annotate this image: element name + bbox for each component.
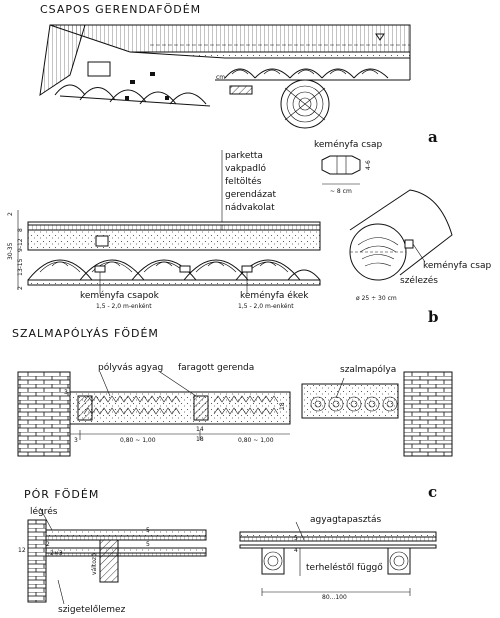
csapok-spacing: 1,5 - 2,0 m-enként [96, 303, 152, 310]
por-floor-left: 5 5 2 2×3 12 változó [18, 507, 207, 605]
ekek-spacing: 1,5 - 2,0 m-enként [238, 303, 294, 310]
csapok-label: keményfa csapok [80, 290, 160, 301]
beam-csap-label: keményfa csap [423, 260, 491, 271]
dimension-text: 3 [64, 389, 68, 396]
dimension-text: 5 [146, 541, 150, 548]
dimension-text: 2 [17, 286, 24, 290]
dimension-text: 3 [74, 437, 78, 444]
szalmapolya-label: szalmapólya [340, 364, 396, 375]
layer-nadvakolat: nádvakolat [225, 203, 275, 213]
beam-perspective: keményfa csap szélezés ø 25 ÷ 30 cm [349, 189, 491, 302]
dimension-text: 30-35 [7, 242, 14, 260]
section-b-title: SZALMAPÓLYÁS FÖDÉM [12, 327, 159, 340]
layer-vakpadlo: vakpadló [225, 163, 266, 174]
section-a-title: CSAPOS GERENDAFÖDÉM [40, 3, 201, 16]
peg-detail: keményfa csap ~ 8 cm 4-6 [314, 139, 382, 195]
peg-title: keményfa csap [314, 139, 382, 150]
marker-c: c [428, 483, 437, 501]
dimension-text: 14 [196, 426, 204, 433]
legres-label: légrés [30, 506, 58, 517]
cross-section-a [27, 221, 321, 294]
marker-a: a [428, 128, 438, 146]
potyvas-label: pólyvás agyag [98, 362, 163, 373]
ekek-label: keményfa ékek [240, 290, 309, 301]
isometric-beam-floor: cm [39, 24, 411, 129]
dimension-text: 2 [7, 212, 14, 216]
beam-szelezes-label: szélezés [400, 275, 438, 286]
dimension-text: 18 [279, 402, 286, 410]
dimension-text: 2 [46, 541, 50, 548]
straw-wrap-detail [301, 371, 453, 457]
marker-b: b [428, 308, 439, 326]
peg-width: ~ 8 cm [330, 188, 352, 195]
peg-height: 4-6 [365, 160, 372, 170]
agyag-label: agyagtapasztás [310, 515, 382, 525]
section-c-title: PÓR FÖDÉM [24, 488, 99, 501]
layer-feltoltes: feltöltés [225, 176, 262, 187]
faragott-label: faragott gerenda [178, 363, 254, 373]
layer-parketta: parketta [225, 151, 263, 161]
dimension-left: 2 8 9-12 13-15 30-35 2 [7, 210, 24, 290]
dimension-text: 12 [18, 547, 26, 554]
dimension-text: 5 [146, 527, 150, 534]
dimension-text: 13-15 [17, 258, 24, 276]
dimension-text: 5 [294, 535, 298, 542]
dimension-text: 9-12 [17, 238, 24, 252]
dimension-text: 0,80 ~ 1,00 [120, 437, 156, 444]
dimension-text: változó [91, 553, 98, 575]
cm-label: cm [216, 74, 225, 81]
szigetelo-label: szigetelőlemez [58, 605, 126, 615]
dimension-text: 8 [17, 228, 24, 232]
dimension-text: 4 [294, 547, 298, 554]
dimension-text: 2×3 [50, 550, 63, 557]
dimension-text: 80...100 [322, 594, 347, 601]
layer-labels: parketta vakpadló feltöltés gerendázat n… [221, 150, 276, 230]
beam-diameter: ø 25 ÷ 30 cm [356, 295, 397, 302]
terheles-label: terheléstől függő [306, 562, 383, 573]
layer-gerendazat: gerendázat [225, 190, 276, 200]
por-floor-right: 80...100 4 5 [239, 521, 437, 601]
straw-wrap-floor: 0,80 ~ 1,00 0,80 ~ 1,00 14 18 18 3 3 [17, 371, 291, 457]
dimension-text: 0,80 ~ 1,00 [238, 437, 274, 444]
dimension-text: 18 [196, 436, 204, 443]
